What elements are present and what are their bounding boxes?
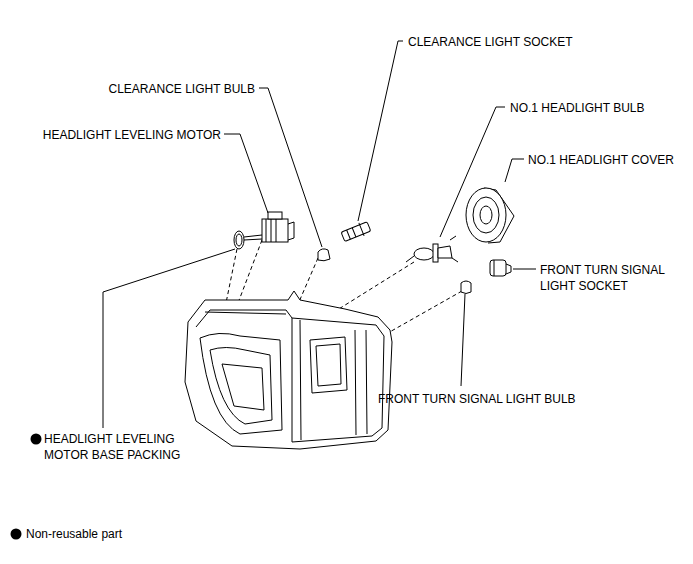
label-holder: HEADLIGHT LEVELING MOTOR [43, 127, 221, 143]
non-reusable-mark [31, 434, 42, 445]
packing-ring [234, 231, 244, 249]
part-name: CLEARANCE LIGHT BULB [109, 81, 256, 97]
legend-holder: Non-reusable part [26, 526, 122, 542]
label-holder: NO.1 HEADLIGHT COVER [528, 152, 674, 168]
clearance-socket [340, 220, 371, 243]
label-holder: CLEARANCE LIGHT SOCKET [408, 34, 572, 50]
label-holder: FRONT TURN SIGNAL LIGHT SOCKET [540, 262, 685, 294]
part-name: HEADLIGHT LEVELING MOTOR [43, 127, 221, 143]
part-name: NO.1 HEADLIGHT COVER [528, 152, 674, 168]
leveling-motor [244, 212, 294, 242]
headlight-cover [466, 188, 514, 243]
part-name: NO.1 HEADLIGHT BULB [510, 100, 644, 116]
part-name: HEADLIGHT LEVELING MOTOR BASE PACKING [44, 431, 204, 463]
label-holder: HEADLIGHT LEVELING MOTOR BASE PACKING [44, 431, 204, 463]
legend-text: Non-reusable part [26, 526, 122, 542]
legend-symbol [11, 529, 22, 540]
headlight-housing [185, 291, 392, 449]
clearance-bulb [318, 249, 330, 261]
label-holder: CLEARANCE LIGHT BULB [109, 81, 256, 97]
part-name: FRONT TURN SIGNAL LIGHT SOCKET [540, 262, 685, 294]
headlight-bulb [406, 236, 458, 262]
label-holder: FRONT TURN SIGNAL LIGHT BULB [378, 391, 576, 407]
part-name: FRONT TURN SIGNAL LIGHT BULB [378, 391, 576, 407]
part-name: CLEARANCE LIGHT SOCKET [408, 34, 572, 50]
label-holder: NO.1 HEADLIGHT BULB [510, 100, 644, 116]
turn-signal-socket [490, 260, 511, 276]
turn-signal-bulb [461, 281, 471, 294]
